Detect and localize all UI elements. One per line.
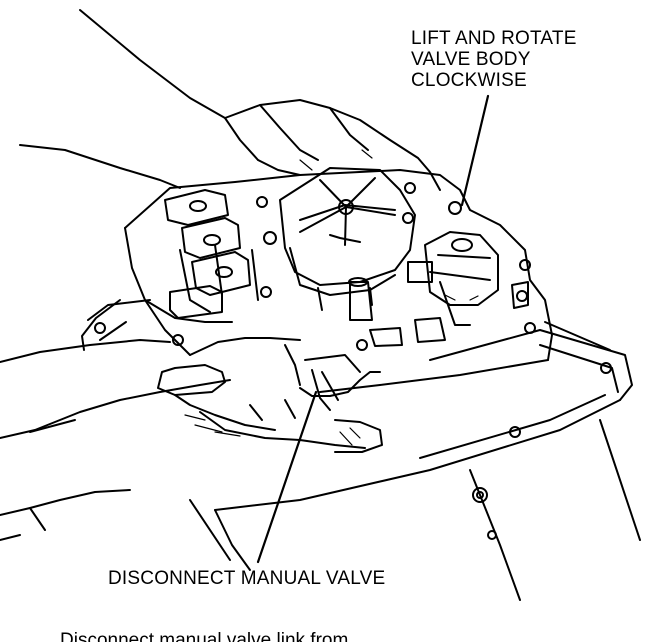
cropped-caption-text: Disconnect manual valve link from [60,630,349,642]
leader-line-lift-rotate [460,94,490,207]
leader-line-manual-valve [256,390,318,564]
leader-lines [256,94,490,564]
transmission-case [81,299,641,601]
callout-lift-rotate-line-2: VALVE BODY [411,49,531,70]
callout-lift-rotate-line-3: CLOCKWISE [411,70,527,91]
callout-lift-rotate: LIFT AND ROTATE VALVE BODY CLOCKWISE [411,28,577,91]
callout-lift-rotate-line-1: LIFT AND ROTATE [411,28,577,49]
valve-body [124,167,553,411]
upper-hand [19,9,441,191]
lower-hand [0,339,383,541]
callout-disconnect-manual-valve-text: DISCONNECT MANUAL VALVE [108,568,386,589]
callout-disconnect-manual-valve: DISCONNECT MANUAL VALVE [108,568,385,589]
shading-strokes [184,149,479,446]
